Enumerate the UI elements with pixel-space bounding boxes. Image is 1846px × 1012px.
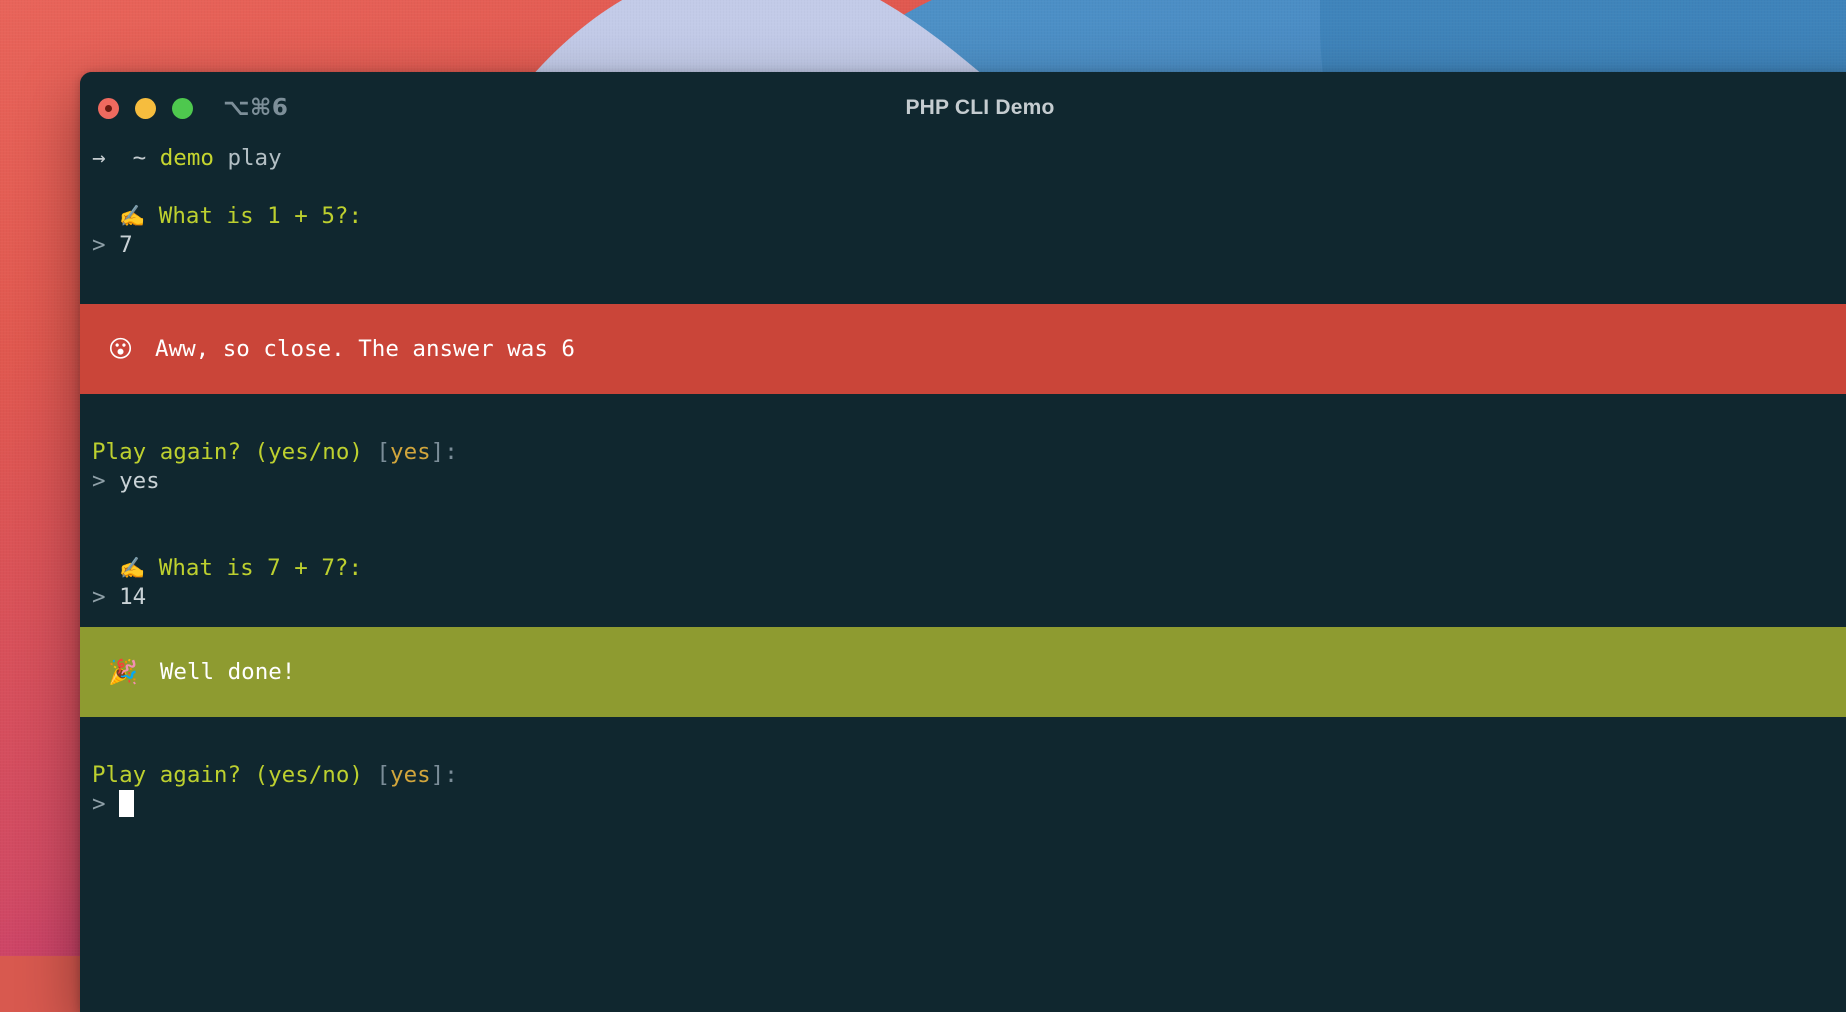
terminal-titlebar: ⌥⌘6 PHP CLI Demo bbox=[80, 72, 1846, 144]
minimize-button[interactable] bbox=[135, 97, 156, 119]
writing-hand-icon: ✍️ bbox=[119, 204, 146, 228]
shell-prompt-line: → ~ demo play bbox=[80, 144, 1846, 173]
terminal-window: ⌥⌘6 PHP CLI Demo → ~ demo play ✍️ What i… bbox=[80, 72, 1846, 1012]
replay-answer-prompt-2: > bbox=[92, 791, 106, 817]
replay-answer-line-1[interactable]: > yes bbox=[80, 467, 1846, 496]
party-popper-icon: 🎉 bbox=[108, 657, 138, 686]
replay-answer-value-1: yes bbox=[119, 468, 160, 494]
traffic-lights bbox=[98, 97, 193, 119]
success-banner: 🎉 Well done! bbox=[80, 627, 1846, 717]
replay-question-1: Play again? (yes/no) bbox=[92, 439, 363, 465]
replay-answer-line-2[interactable]: > bbox=[80, 790, 1846, 819]
recording-dot-icon bbox=[105, 104, 112, 112]
prompt-path: ~ bbox=[132, 145, 147, 171]
success-banner-text: Well done! bbox=[159, 658, 296, 685]
answer-prompt-2: > bbox=[92, 584, 106, 610]
replay-default-2: yes bbox=[390, 762, 431, 788]
writing-hand-icon: ✍️ bbox=[119, 556, 146, 580]
replay-bracket-open-1: [ bbox=[376, 439, 391, 465]
replay-colon-2: : bbox=[444, 762, 458, 788]
question-text-2: What is 7 + 7?: bbox=[158, 555, 362, 581]
maximize-button[interactable] bbox=[172, 97, 193, 119]
question-text-1: What is 1 + 5?: bbox=[158, 203, 362, 229]
prompt-argument: play bbox=[227, 145, 282, 171]
error-banner-text: Aww, so close. The answer was 6 bbox=[155, 335, 575, 362]
replay-bracket-close-2: ] bbox=[430, 762, 445, 788]
question-line-2: ✍️ What is 7 + 7?: bbox=[80, 554, 1846, 583]
prompt-arrow-icon: → bbox=[92, 145, 106, 171]
replay-prompt-2: Play again? (yes/no) [yes]: bbox=[80, 761, 1846, 790]
prompt-command: demo bbox=[159, 145, 214, 171]
question-line-1: ✍️ What is 1 + 5?: bbox=[80, 202, 1846, 231]
replay-question-2: Play again? (yes/no) bbox=[92, 762, 363, 788]
keyboard-shortcut-label: ⌥⌘6 bbox=[223, 95, 289, 121]
replay-bracket-open-2: [ bbox=[376, 762, 391, 788]
answer-value-1: 7 bbox=[119, 232, 133, 258]
replay-prompt-1: Play again? (yes/no) [yes]: bbox=[80, 438, 1846, 467]
text-cursor[interactable] bbox=[119, 790, 135, 817]
answer-line-2[interactable]: > 14 bbox=[80, 583, 1846, 612]
terminal-output-area[interactable]: → ~ demo play ✍️ What is 1 + 5?: > 7 😮 Aw… bbox=[80, 144, 1846, 1012]
answer-value-2: 14 bbox=[119, 584, 147, 610]
replay-colon-1: : bbox=[444, 439, 458, 465]
window-title: PHP CLI Demo bbox=[905, 96, 1055, 119]
answer-prompt-1: > bbox=[92, 232, 106, 258]
close-button[interactable] bbox=[98, 97, 119, 119]
replay-bracket-close-1: ] bbox=[430, 439, 445, 465]
replay-answer-prompt-1: > bbox=[92, 468, 106, 494]
error-banner: 😮 Aww, so close. The answer was 6 bbox=[80, 304, 1846, 394]
replay-default-1: yes bbox=[390, 439, 431, 465]
answer-line-1[interactable]: > 7 bbox=[80, 231, 1846, 260]
open-mouth-face-icon: 😮 bbox=[108, 334, 134, 363]
